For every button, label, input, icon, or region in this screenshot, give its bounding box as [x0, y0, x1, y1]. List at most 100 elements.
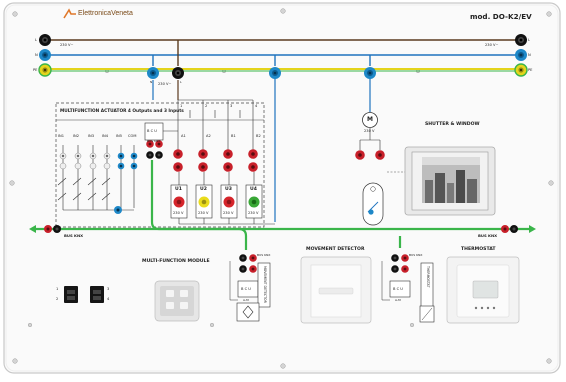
output-jack-a2[interactable]	[198, 149, 208, 172]
rail-label-L-right: L	[528, 38, 531, 42]
rail-label-N-right: N	[528, 53, 531, 57]
thermostat-am-label: A-M	[395, 298, 401, 302]
rail-label-L-left: L	[35, 38, 38, 42]
shutter-title: SHUTTER & WINDOW	[425, 122, 480, 127]
input-jack-in5[interactable]	[117, 152, 125, 170]
input-jacks	[59, 152, 138, 214]
terminal-L-left[interactable]	[39, 34, 51, 46]
thermostat-title: THERMOSTAT	[461, 247, 496, 252]
terminal-N-left[interactable]	[39, 49, 51, 61]
mfm-key-4: 4	[107, 297, 110, 301]
output-label-b2: B2	[256, 134, 261, 138]
feed-L-label: L	[180, 80, 182, 84]
feed-terminal-L[interactable]	[172, 67, 184, 79]
input-com-bottom-jack[interactable]	[114, 206, 122, 214]
mfm-key-3: 3	[107, 287, 110, 291]
unit-voltage-u4: 230 V	[248, 211, 259, 215]
input-label-in4: IN4	[102, 134, 109, 138]
mfm-keypad[interactable]	[154, 280, 200, 322]
mfm-title: MULTI-FUNCTION MODULE	[142, 259, 210, 264]
actuator-bcu-label: B C U	[147, 129, 157, 133]
unit-voltage-u1: 230 V	[173, 211, 184, 215]
feed-N-label: N	[150, 80, 153, 84]
bus-knx-line	[29, 160, 536, 250]
thermostat-device	[446, 256, 520, 324]
power-rail	[48, 39, 518, 222]
rail-label-N-left: N	[35, 53, 38, 57]
rail-label-PE-right: PE	[528, 68, 533, 72]
input-label-in2: IN2	[73, 134, 80, 138]
unit-label-u4: U4	[250, 187, 257, 192]
thermostat-bus-jacks[interactable]	[391, 254, 409, 273]
feed-terminal-N[interactable]	[147, 67, 159, 79]
brand-logo-icon	[63, 8, 76, 19]
movement-title: MOVEMENT DETECTOR	[306, 247, 365, 252]
output-number-3: 3	[230, 104, 233, 108]
output-number-1: 1	[180, 104, 183, 108]
feed-voltage: 230 V~	[158, 82, 172, 86]
actuator-bcu-block	[144, 122, 164, 141]
shutter-window	[404, 146, 496, 216]
output-label-b1: B1	[231, 134, 236, 138]
output-jack-b2[interactable]	[248, 149, 258, 172]
limit-switch	[362, 182, 384, 226]
terminal-N-right[interactable]	[515, 49, 527, 61]
unit-voltage-u3: 230 V	[223, 211, 234, 215]
unit-voltage-u2: 230 V	[198, 211, 209, 215]
mfm-key-2: 2	[56, 297, 59, 301]
movement-bcu-label: B C U	[241, 287, 251, 291]
bus-left-jacks[interactable]	[44, 225, 61, 233]
lamp-u3-indicator	[223, 196, 235, 208]
mfm-switch-2[interactable]	[90, 286, 104, 303]
output-label-a1: A1	[181, 134, 186, 138]
input-jack-in4[interactable]	[103, 152, 111, 170]
actuator-title: MULTIFUNCTION ACTUATOR 4 Outputs and 3 I…	[60, 109, 184, 114]
terminal-PE-left[interactable]	[38, 63, 52, 77]
mfm-key-1: 1	[56, 287, 59, 291]
lamp-units	[170, 184, 263, 219]
thermostat-bcu-block	[389, 280, 411, 298]
input-label-com: COM	[128, 134, 137, 138]
output-jack-a1[interactable]	[173, 149, 183, 172]
bus-label-left: BUS KNX	[64, 233, 84, 238]
movement-side-label: MOVEMENT DETECTOR	[263, 266, 267, 303]
actuator-box	[55, 102, 265, 228]
shutter-N-terminal[interactable]	[269, 67, 281, 79]
lamp-u1-indicator	[173, 196, 185, 208]
input-jack-com[interactable]	[130, 152, 138, 170]
output-jack-b1[interactable]	[223, 149, 233, 172]
input-jack-in1[interactable]	[59, 152, 67, 170]
motor-label: M	[367, 116, 373, 123]
terminal-PE-right[interactable]	[514, 63, 528, 77]
lamp-u4-indicator	[248, 196, 260, 208]
mounting-screws	[9, 8, 554, 369]
bus-label-right: BUS KNX	[478, 233, 498, 238]
model-label: mod. DO-K2/EV	[470, 12, 532, 21]
rail-voltage-right: 230 V~	[485, 43, 499, 47]
input-jack-in2[interactable]	[74, 152, 82, 170]
input-label-in3: IN3	[88, 134, 95, 138]
output-jacks	[173, 149, 258, 172]
input-label-in1: IN1	[58, 134, 65, 138]
output-number-2: 2	[205, 104, 208, 108]
motor-N-terminal[interactable]	[364, 67, 376, 79]
movement-am-label: A-M	[243, 298, 249, 302]
bus-right-jacks[interactable]	[501, 225, 518, 233]
mfm-switch-1[interactable]	[64, 286, 78, 303]
terminal-L-right[interactable]	[515, 34, 527, 46]
output-wires	[177, 99, 254, 150]
motor-up-jack[interactable]	[355, 150, 365, 160]
unit-label-u2: U2	[200, 187, 207, 192]
movement-detector-device	[300, 256, 372, 324]
actuator-bus-jacks[interactable]	[146, 140, 163, 159]
motor-symbol	[359, 112, 381, 150]
rail-label-PE-left: PE	[33, 68, 38, 72]
unit-label-u3: U3	[225, 187, 232, 192]
input-jack-in3[interactable]	[89, 152, 97, 170]
unit-label-u1: U1	[175, 187, 182, 192]
movement-bus-label: BUS KNX	[257, 253, 271, 257]
movement-bus-jacks[interactable]	[239, 254, 257, 273]
motor-down-jack[interactable]	[375, 150, 385, 160]
rail-voltage-left: 230 V~	[60, 43, 74, 47]
